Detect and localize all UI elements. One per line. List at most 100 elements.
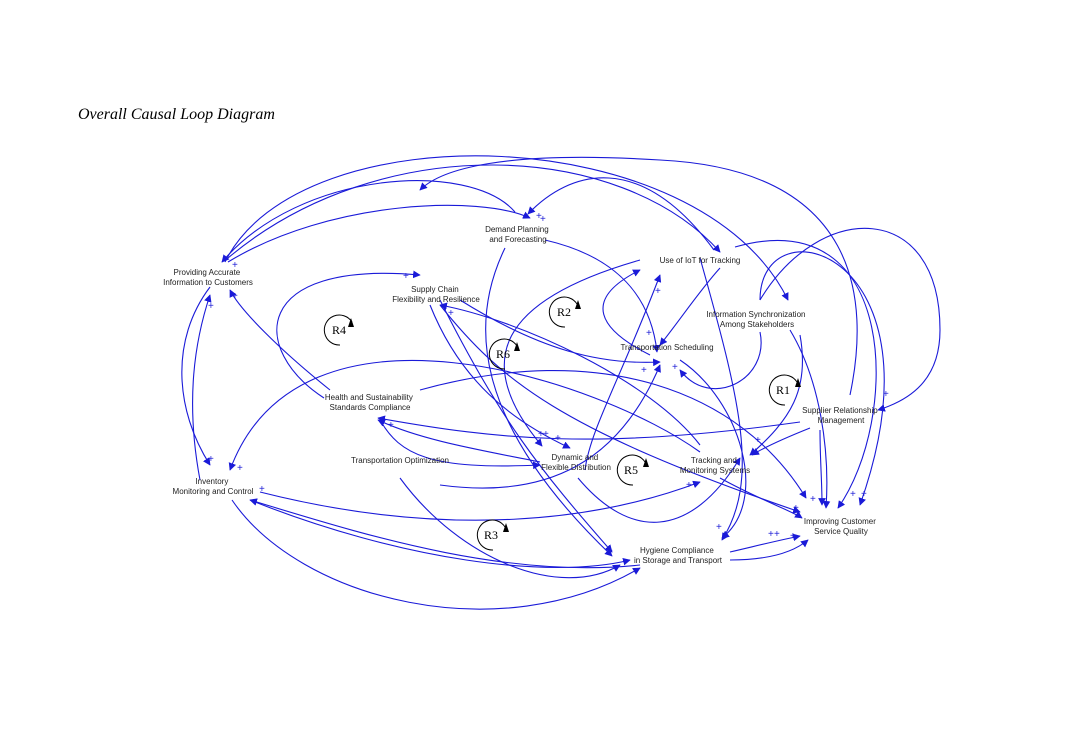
figure-title: Overall Causal Loop Diagram (78, 106, 275, 123)
node-transport-scheduling[interactable]: Transportation Scheduling (620, 343, 713, 352)
link (719, 477, 803, 519)
polarity-plus: + (716, 522, 722, 533)
link (429, 304, 571, 449)
loop-r1: R1 (768, 374, 801, 406)
link (527, 177, 715, 251)
node-dynamic-distribution[interactable]: Dynamic and Flexible Distribution (541, 453, 611, 472)
link (602, 269, 651, 356)
link (577, 457, 741, 523)
link (377, 415, 801, 440)
link (227, 164, 721, 259)
polarity-plus: + (607, 546, 613, 557)
polarity-plus: + (768, 529, 774, 540)
node-info-sync[interactable]: Information Synchronization Among Stakeh… (706, 310, 807, 329)
polarity-plus: + (686, 480, 692, 491)
polarity-plus: + (755, 435, 761, 446)
node-transport-optimization[interactable]: Transportation Optimization (351, 456, 449, 465)
polarity-plus: + (646, 328, 652, 339)
node-supplier-relationship[interactable]: Supplier Relationship Management (802, 406, 880, 425)
link (659, 267, 721, 346)
polarity-plus: + (555, 433, 561, 444)
link (249, 498, 641, 569)
link (419, 370, 807, 499)
link (259, 480, 701, 521)
polarity-plus: + (232, 260, 238, 271)
link (231, 499, 641, 610)
link (729, 539, 809, 561)
link (503, 259, 641, 447)
polarity-plus: + (388, 420, 394, 431)
polarity-plus: + (232, 291, 238, 302)
node-tracking-monitoring[interactable]: Tracking and Monitoring Systems (680, 456, 750, 475)
polarity-plus: + (538, 429, 544, 440)
link (439, 299, 613, 553)
node-supply-chain[interactable]: Supply Chain Flexibility and Resilience (392, 285, 480, 304)
node-providing-info[interactable]: Providing Accurate Information to Custom… (163, 268, 253, 287)
loop-r6: R6 (488, 338, 520, 370)
link (224, 155, 789, 301)
polarity-plus: + (790, 531, 796, 542)
loop-label: R2 (557, 305, 571, 319)
node-customer-service[interactable]: Improving Customer Service Quality (804, 517, 878, 536)
link (377, 419, 541, 463)
link (249, 499, 631, 569)
link (679, 331, 762, 390)
link (419, 156, 858, 396)
loop-label: R6 (496, 347, 510, 361)
loop-r4: R4 (323, 314, 354, 346)
polarity-plus: + (655, 286, 661, 297)
polarity-plus: + (543, 429, 549, 440)
polarity-plus: + (208, 454, 214, 465)
link (789, 329, 831, 509)
polarity-plus: + (774, 529, 780, 540)
link (181, 286, 211, 466)
link (228, 359, 701, 471)
loop-r3: R3 (476, 519, 509, 551)
link (459, 299, 661, 367)
variables: Demand Planning and Forecasting Use of I… (163, 225, 880, 565)
polarity-plus: + (861, 489, 867, 500)
link (584, 274, 662, 471)
link (759, 227, 941, 412)
loop-markers: R4 R2 R6 R1 R5 (323, 296, 801, 551)
link (759, 251, 885, 506)
link (679, 359, 747, 539)
node-hygiene[interactable]: Hygiene Compliance in Storage and Transp… (634, 546, 723, 565)
link (192, 294, 212, 481)
loop-r5: R5 (616, 454, 649, 486)
polarity-plus: + (237, 463, 243, 474)
polarity-plus: + (448, 308, 454, 319)
link (439, 304, 801, 514)
node-health-sustainability[interactable]: Health and Sustainability Standards Comp… (325, 393, 415, 412)
link (227, 204, 531, 263)
polarity-plus: + (672, 362, 678, 373)
polarity-plus: + (208, 301, 214, 312)
polarity-plus: + (259, 484, 265, 495)
link (749, 334, 804, 456)
node-inventory[interactable]: Inventory Monitoring and Control (173, 477, 254, 496)
link (818, 429, 826, 506)
loop-r2: R2 (548, 296, 581, 328)
loop-label: R5 (624, 463, 638, 477)
polarity-plus: + (883, 389, 889, 400)
link (485, 247, 613, 557)
loop-label: R3 (484, 528, 498, 542)
link (439, 302, 701, 446)
causal-links (181, 155, 941, 610)
polarity-plus: + (540, 214, 546, 225)
loop-label: R1 (776, 383, 790, 397)
node-iot-tracking[interactable]: Use of IoT for Tracking (660, 256, 741, 265)
link (229, 289, 331, 391)
link (439, 364, 661, 489)
loop-label: R4 (332, 323, 346, 337)
node-demand-planning[interactable]: Demand Planning and Forecasting (485, 225, 551, 244)
polarity-plus: + (793, 503, 799, 514)
polarity-plus: + (403, 271, 409, 282)
link (379, 419, 541, 470)
polarity-plus: + (810, 494, 816, 505)
polarity-plus: + (850, 489, 856, 500)
polarity-marks: + + + + + + + + + + + + + + + + + + + + … (208, 211, 889, 557)
link (751, 427, 811, 456)
